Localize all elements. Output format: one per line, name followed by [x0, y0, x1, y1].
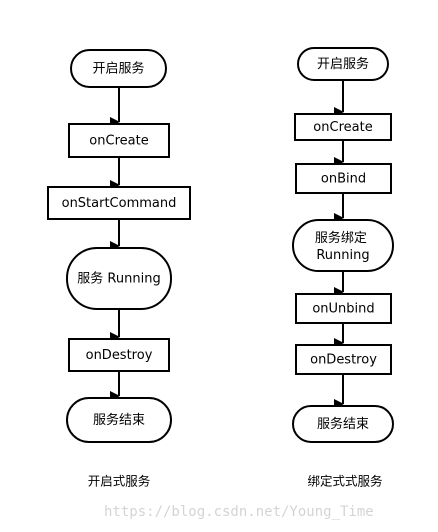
right-node-end-label: 服务结束	[317, 416, 369, 432]
right-caption: 绑定式式服务	[307, 474, 382, 489]
right-node-onbind-label: onBind	[321, 172, 366, 187]
right-node-oncreate: onCreate	[294, 113, 392, 141]
left-caption: 开启式服务	[88, 474, 151, 489]
right-node-onunbind-label: onUnbind	[312, 302, 374, 317]
left-node-running-label: 服务 Running	[77, 271, 160, 287]
left-node-oncreate-label: onCreate	[89, 134, 148, 149]
left-node-onstartcommand: onStartCommand	[47, 186, 191, 220]
left-node-ondestroy-label: onDestroy	[86, 348, 153, 363]
left-node-end-label: 服务结束	[93, 412, 145, 428]
right-node-bound-running-label: 服务绑定 Running	[315, 230, 371, 263]
right-flow: 开启服务 onCreate onBind 服务绑定 Running onUnbi…	[292, 47, 394, 489]
right-node-end: 服务结束	[292, 405, 394, 443]
left-flow: 开启服务 onCreate onStartCommand 服务 Running …	[47, 49, 191, 489]
left-node-onstartcommand-label: onStartCommand	[62, 196, 177, 211]
right-node-start-label: 开启服务	[317, 56, 369, 72]
right-node-ondestroy-label: onDestroy	[310, 353, 377, 368]
left-node-ondestroy: onDestroy	[68, 338, 170, 372]
left-node-end: 服务结束	[66, 397, 172, 443]
right-node-onunbind: onUnbind	[295, 293, 392, 324]
left-node-oncreate: onCreate	[68, 123, 170, 158]
right-node-onbind: onBind	[295, 163, 392, 194]
left-node-start-label: 开启服务	[92, 61, 144, 77]
left-node-running: 服务 Running	[66, 247, 172, 310]
right-node-oncreate-label: onCreate	[313, 120, 372, 135]
right-node-start: 开启服务	[297, 47, 389, 81]
left-node-start: 开启服务	[70, 49, 167, 88]
watermark: https://blog.csdn.net/Young_Time	[104, 504, 374, 520]
right-node-ondestroy: onDestroy	[295, 344, 392, 375]
right-node-bound-running: 服务绑定 Running	[292, 219, 394, 272]
